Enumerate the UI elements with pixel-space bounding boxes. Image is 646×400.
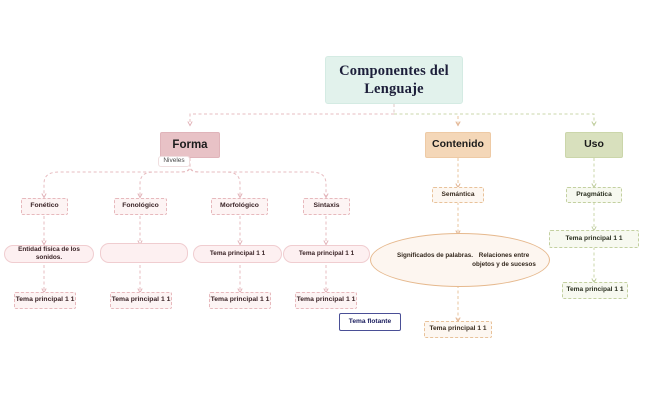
relation-label-niveles[interactable]: Niveles [158,156,190,167]
leaf-fonologico-label: Tema principal 1 1 [111,296,171,304]
node-pragmatica-label: Pragmática [576,190,612,198]
node-fonologico-label: Fonológico [122,202,159,210]
branch-contenido-label: Contenido [432,138,484,151]
contenido-ellipse-text-left: Significados de palabras. [383,251,487,260]
leaf-morfologico[interactable]: Tema principal 1 1 [209,292,271,309]
branch-contenido[interactable]: Contenido [425,132,491,158]
node-sintaxis-detail-label: Tema principal 1 1 [298,250,355,257]
node-fonologico[interactable]: Fonológico [114,198,167,215]
contenido-ellipse-right-label: Relaciones entre objetos y de sucesos [472,252,536,269]
root-title-line1: Componentes del [339,62,449,79]
leaf-contenido[interactable]: Tema principal 1 1 [424,321,492,338]
node-sintaxis-detail[interactable]: Tema principal 1 1 [283,245,370,263]
node-pragmatica[interactable]: Pragmática [566,187,622,203]
node-morfologico-detail-label: Tema principal 1 1 [209,250,266,257]
node-sintaxis[interactable]: Sintaxis [303,198,350,215]
leaf-uso-2[interactable]: Tema principal 1 1 [562,282,628,299]
node-semantica-label: Semántica [441,190,475,198]
leaf-fonetico[interactable]: Tema principal 1 1 [14,292,76,309]
contenido-ellipse-text-right: Relaciones entre objetos y de sucesos [470,251,538,269]
node-morfologico[interactable]: Morfológico [211,198,268,215]
leaf-uso-1[interactable]: Tema principal 1 1 [549,230,639,248]
branch-uso[interactable]: Uso [565,132,623,158]
leaf-fonetico-label: Tema principal 1 1 [15,296,75,304]
branch-forma-label: Forma [172,138,208,151]
leaf-uso-2-label: Tema principal 1 1 [566,286,624,294]
node-fonologico-detail[interactable] [100,243,188,263]
branch-forma[interactable]: Forma [160,132,220,158]
relation-label-niveles-text: Niveles [163,157,185,165]
leaf-uso-1-label: Tema principal 1 1 [565,234,623,242]
node-sintaxis-label: Sintaxis [313,202,340,210]
leaf-contenido-label: Tema principal 1 1 [429,325,487,333]
node-fonetico-detail-label: Entidad física de los sonidos. [18,246,80,261]
leaf-sintaxis[interactable]: Tema principal 1 1 [295,292,357,309]
leaf-sintaxis-label: Tema principal 1 1 [296,296,356,304]
leaf-morfologico-label: Tema principal 1 1 [210,296,270,304]
floating-topic[interactable]: Tema flotante [339,313,401,331]
root-title-line2: Lenguaje [364,81,424,97]
node-fonetico-label: Fonético [30,202,59,210]
contenido-ellipse[interactable] [370,233,550,287]
node-morfologico-label: Morfológico [220,202,259,210]
leaf-fonologico[interactable]: Tema principal 1 1 [110,292,172,309]
contenido-ellipse-left-label: Significados de palabras. [397,252,473,259]
branch-uso-label: Uso [584,138,604,151]
node-fonetico-detail[interactable]: Entidad física de los sonidos. [4,245,94,263]
node-morfologico-detail[interactable]: Tema principal 1 1 [193,245,282,263]
node-semantica[interactable]: Semántica [432,187,484,203]
floating-topic-label: Tema flotante [348,317,392,325]
node-fonetico[interactable]: Fonético [21,198,68,215]
root-node[interactable]: Componentes del Lenguaje [325,56,463,104]
